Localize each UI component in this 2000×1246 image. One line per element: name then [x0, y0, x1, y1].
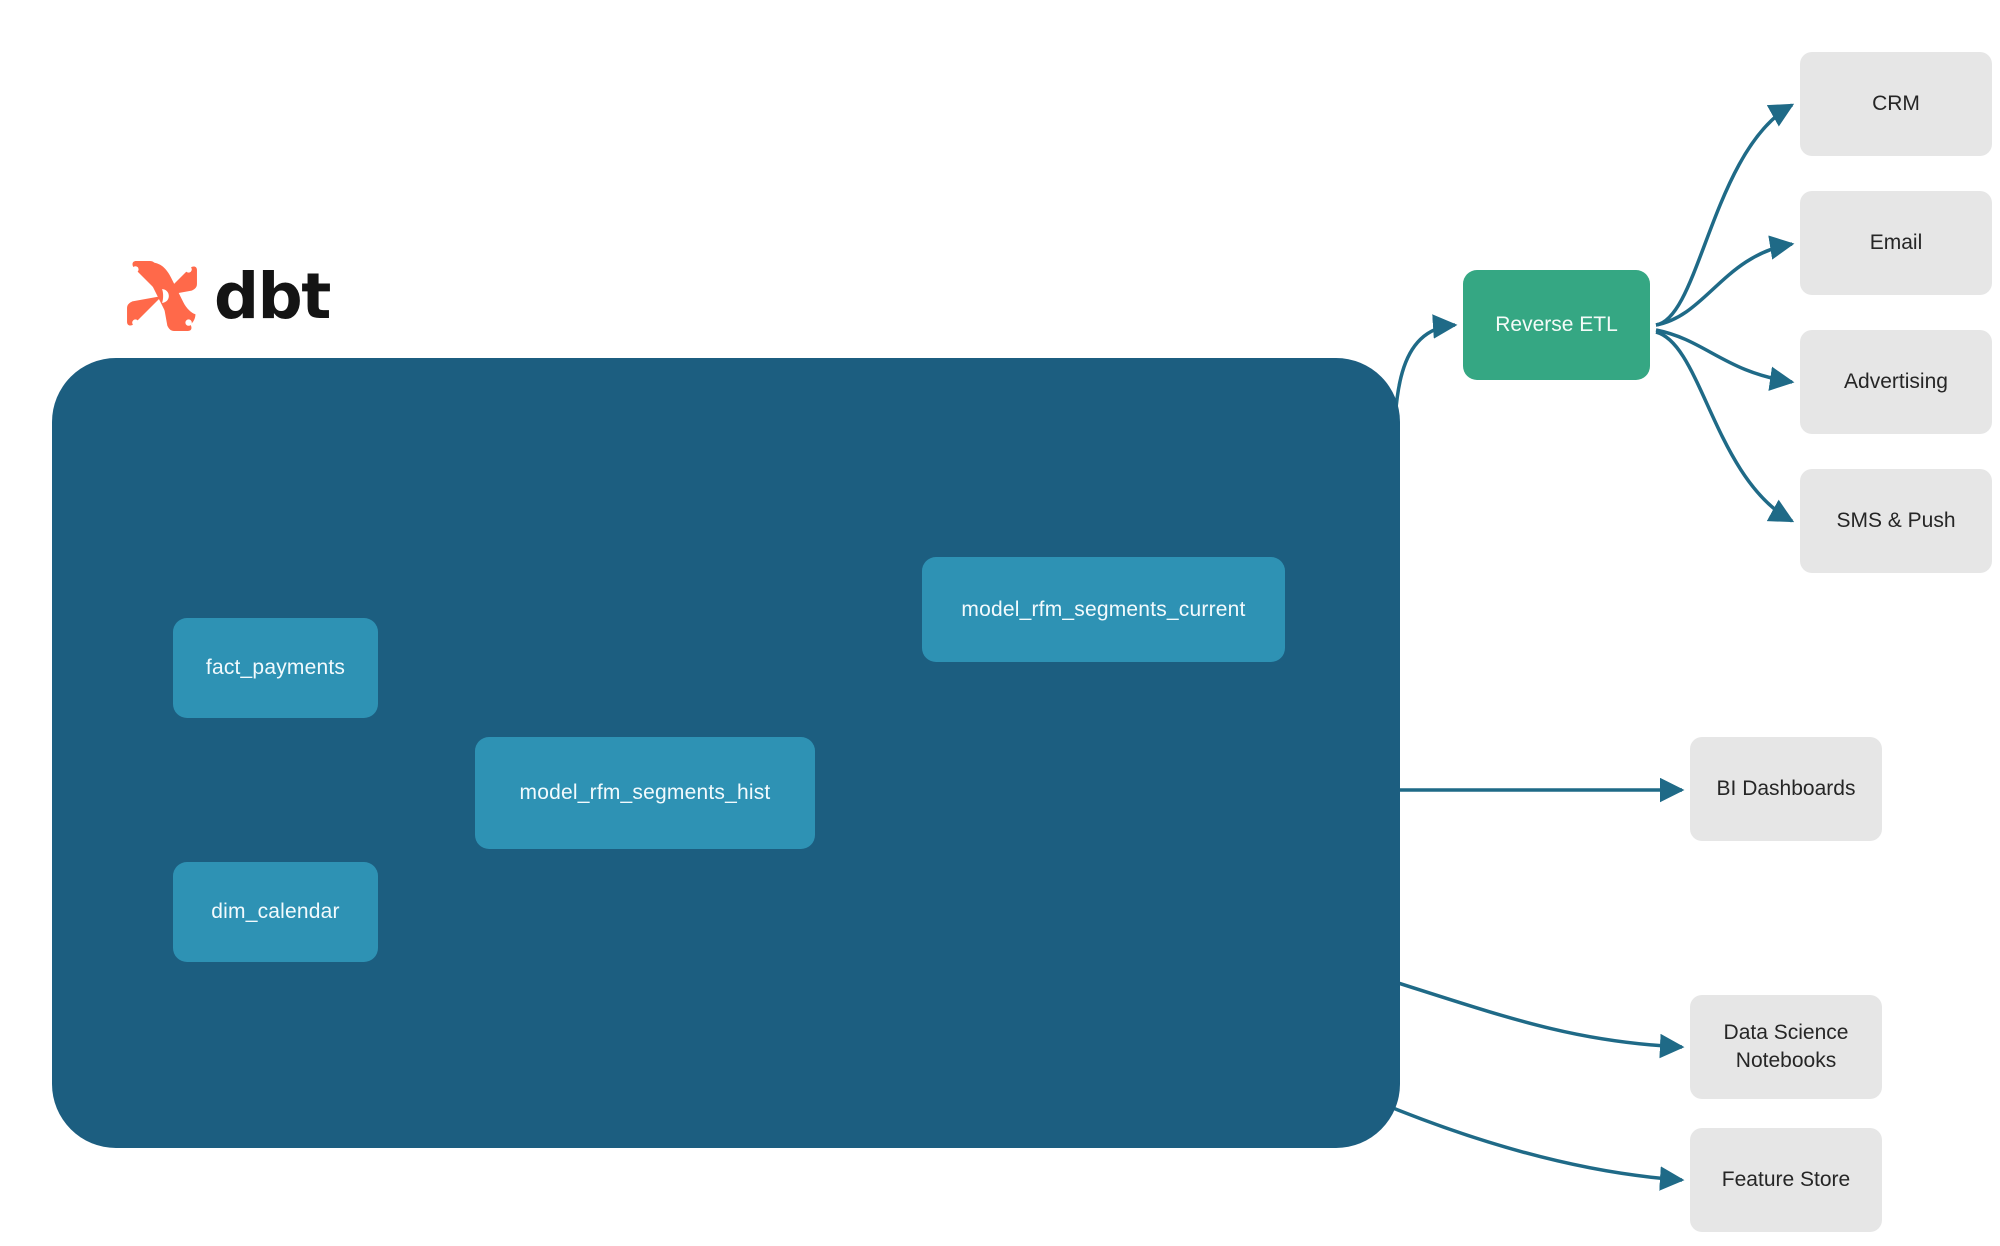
dbt-wordmark: dbt: [214, 259, 331, 333]
node-data-science-notebooks[interactable]: Data Science Notebooks: [1690, 995, 1882, 1099]
edge-reverse-etl-to-advertising: [1655, 328, 1795, 391]
edge-container-to-ds-notebooks: [1372, 973, 1685, 1059]
node-dim-calendar[interactable]: dim_calendar: [173, 862, 378, 962]
node-fact-payments[interactable]: fact_payments: [173, 618, 378, 718]
edge-reverse-etl-to-sms-push: [1655, 330, 1795, 523]
node-reverse-etl[interactable]: Reverse ETL: [1463, 270, 1650, 380]
ds-notebooks-label: Data Science Notebooks: [1724, 1019, 1849, 1074]
node-sms-push[interactable]: SMS & Push: [1800, 469, 1992, 573]
edge-reverse-etl-to-crm: [1655, 103, 1795, 327]
node-advertising[interactable]: Advertising: [1800, 330, 1992, 434]
edge-reverse-etl-to-email: [1655, 235, 1795, 327]
node-model-rfm-segments-current[interactable]: model_rfm_segments_current: [922, 557, 1285, 662]
dbt-logo-icon: [127, 261, 197, 331]
node-crm[interactable]: CRM: [1800, 52, 1992, 156]
ds-notebooks-line-2: Notebooks: [1735, 1049, 1837, 1072]
ds-notebooks-line-1: Data Science: [1723, 1021, 1849, 1045]
node-feature-store[interactable]: Feature Store: [1690, 1128, 1882, 1232]
node-email[interactable]: Email: [1800, 191, 1992, 295]
node-bi-dashboards[interactable]: BI Dashboards: [1690, 737, 1882, 841]
node-model-rfm-segments-hist[interactable]: model_rfm_segments_hist: [475, 737, 815, 849]
dbt-brand-lockup: dbt: [124, 258, 331, 334]
edge-container-to-reverse-etl: [1390, 314, 1458, 521]
